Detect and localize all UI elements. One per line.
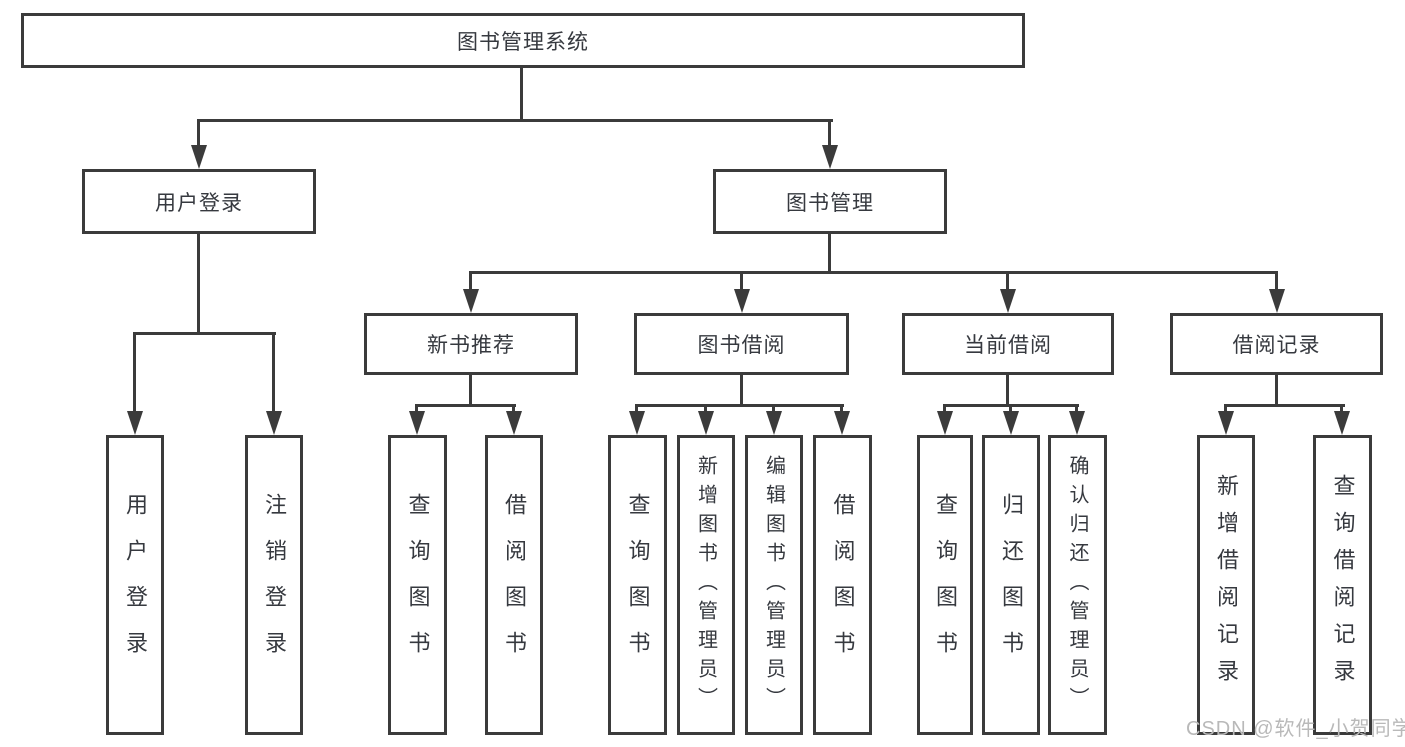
leaf-records-add: 新增借阅记录 — [1197, 435, 1255, 735]
connector-line — [197, 119, 200, 149]
connector-line — [1006, 271, 1009, 293]
arrowhead — [1334, 411, 1350, 435]
connector-line — [828, 119, 831, 149]
connector-line — [828, 232, 831, 274]
leaf-borrow-edit-admin-label: 编辑图书（管理员） — [762, 454, 785, 716]
arrowhead — [1003, 411, 1019, 435]
arrowhead — [822, 145, 838, 169]
connector-line — [1224, 404, 1227, 416]
connector-line — [133, 332, 136, 415]
connector-line — [512, 404, 515, 416]
connector-line — [1275, 271, 1278, 293]
arrowhead — [1069, 411, 1085, 435]
arrowhead — [698, 411, 714, 435]
node-book-management: 图书管理 — [713, 169, 947, 234]
arrowhead — [734, 289, 750, 313]
node-user-login-label: 用户登录 — [155, 191, 243, 215]
arrowhead — [127, 411, 143, 435]
node-new-book-recommend: 新书推荐 — [364, 313, 578, 375]
arrowhead — [766, 411, 782, 435]
connector-line — [520, 66, 523, 122]
leaf-borrow-query: 查询图书 — [608, 435, 667, 735]
connector-line — [469, 271, 472, 293]
connector-line — [469, 373, 472, 407]
connector-line — [1275, 373, 1278, 407]
connector-line — [635, 404, 638, 416]
node-current-borrow: 当前借阅 — [902, 313, 1114, 375]
connector-line — [1340, 404, 1343, 416]
node-borrow-records-label: 借阅记录 — [1232, 334, 1321, 357]
leaf-logout: 注销登录 — [245, 435, 303, 735]
connector-line — [740, 271, 743, 293]
connector-line — [415, 404, 418, 416]
leaf-records-add-label: 新增借阅记录 — [1214, 474, 1239, 696]
leaf-borrow-query-label: 查询图书 — [625, 493, 651, 677]
connector-line — [704, 404, 707, 416]
connector-line — [1224, 404, 1345, 407]
arrowhead — [463, 289, 479, 313]
leaf-current-return-label: 归还图书 — [999, 493, 1024, 677]
arrowhead — [1218, 411, 1234, 435]
connector-line — [133, 332, 276, 335]
connector-line — [740, 373, 743, 407]
arrowhead — [1000, 289, 1016, 313]
leaf-borrow-add-admin: 新增图书（管理员） — [677, 435, 735, 735]
leaf-user-login-label: 用户登录 — [123, 493, 148, 677]
node-root-label: 图书管理系统 — [457, 30, 589, 54]
node-borrow-records: 借阅记录 — [1170, 313, 1383, 375]
connector-line — [197, 119, 833, 122]
leaf-current-confirm-admin-label: 确认归还（管理员） — [1066, 454, 1088, 716]
leaf-current-query-label: 查询图书 — [933, 493, 958, 677]
csdn-watermark: CSDN @软件_小贺同学 — [1186, 718, 1405, 740]
leaf-borrow-book: 借阅图书 — [813, 435, 872, 735]
connector-line — [272, 332, 275, 415]
node-book-borrow: 图书借阅 — [634, 313, 849, 375]
arrowhead — [506, 411, 522, 435]
arrowhead — [1269, 289, 1285, 313]
leaf-newbooks-query: 查询图书 — [388, 435, 447, 735]
leaf-current-query: 查询图书 — [917, 435, 973, 735]
connector-line — [1006, 373, 1009, 407]
connector-line — [471, 271, 1278, 274]
node-root-system: 图书管理系统 — [21, 13, 1025, 68]
leaf-current-confirm-admin: 确认归还（管理员） — [1048, 435, 1107, 735]
leaf-current-return: 归还图书 — [982, 435, 1040, 735]
connector-line — [840, 404, 843, 416]
leaf-records-query: 查询借阅记录 — [1313, 435, 1372, 735]
arrowhead — [937, 411, 953, 435]
node-user-login: 用户登录 — [82, 169, 316, 234]
node-book-borrow-label: 图书借阅 — [697, 334, 786, 357]
connector-line — [772, 404, 775, 416]
leaf-borrow-edit-admin: 编辑图书（管理员） — [745, 435, 803, 735]
node-new-book-recommend-label: 新书推荐 — [427, 334, 515, 357]
leaf-borrow-add-admin-label: 新增图书（管理员） — [694, 454, 717, 716]
arrowhead — [266, 411, 282, 435]
arrowhead — [409, 411, 425, 435]
leaf-records-query-label: 查询借阅记录 — [1330, 474, 1356, 696]
arrowhead — [834, 411, 850, 435]
arrowhead — [191, 145, 207, 169]
connector-line — [415, 404, 516, 407]
node-book-management-label: 图书管理 — [786, 191, 874, 215]
arrowhead — [629, 411, 645, 435]
leaf-borrow-book-label: 借阅图书 — [830, 493, 856, 677]
leaf-newbooks-query-label: 查询图书 — [405, 493, 431, 677]
connector-line — [635, 404, 844, 407]
connector-line — [943, 404, 946, 416]
connector-line — [1075, 404, 1078, 416]
leaf-logout-label: 注销登录 — [262, 493, 287, 677]
leaf-user-login: 用户登录 — [106, 435, 164, 735]
leaf-newbooks-borrow-label: 借阅图书 — [502, 493, 527, 677]
node-current-borrow-label: 当前借阅 — [964, 334, 1052, 357]
connector-line — [197, 232, 200, 334]
connector-line — [1009, 404, 1012, 416]
leaf-newbooks-borrow: 借阅图书 — [485, 435, 543, 735]
